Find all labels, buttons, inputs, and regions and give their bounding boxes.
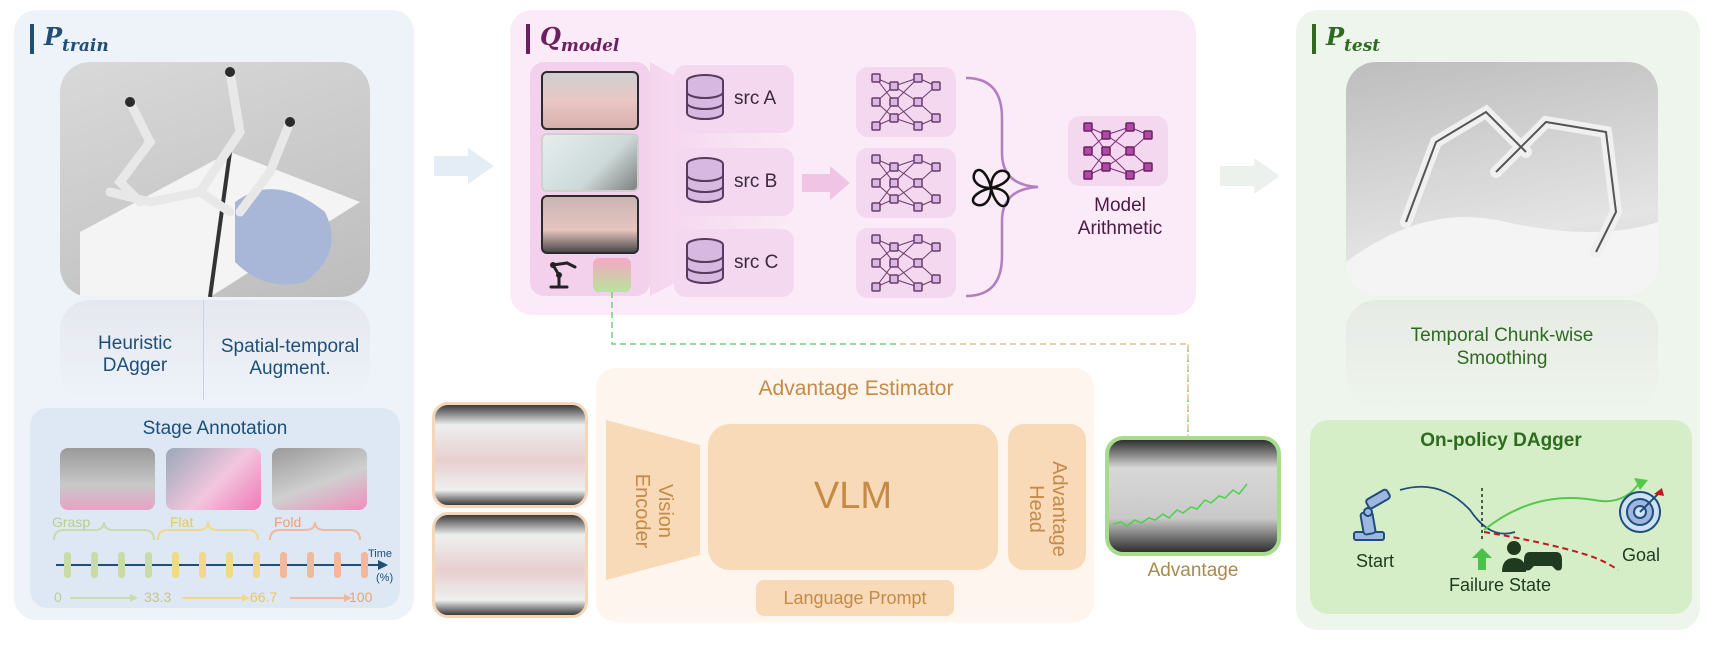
p-test-title-sub: test (1344, 35, 1381, 56)
train-robot-photo (60, 62, 370, 297)
train-divider (203, 300, 204, 400)
spatial-temporal-label: Spatial-temporal Augment. (220, 336, 360, 379)
tick-100: 100 (349, 589, 373, 605)
database-icon-a (686, 74, 724, 120)
merge-brace (965, 76, 1039, 298)
q-thumb-3 (541, 195, 639, 254)
goal-target-icon (1619, 488, 1664, 533)
language-prompt-box: Language Prompt (756, 580, 954, 616)
p-train-title-sub: train (62, 35, 109, 56)
pinwheel-icon (971, 168, 1011, 208)
vision-encoder-shape (606, 420, 700, 580)
heuristic-dagger-label: Heuristic DAgger (98, 333, 172, 376)
estimator-input-image-1 (432, 402, 588, 508)
on-policy-diagram (1399, 478, 1648, 571)
stage-label-flat: Flat (170, 514, 194, 530)
dashed-connectors (611, 292, 1189, 437)
src-c-label: src C (734, 252, 779, 273)
p-test-title: Ptest (1312, 22, 1380, 56)
network-b-graph (871, 154, 941, 212)
model-arithmetic-label: Model Arithmetic (1077, 195, 1163, 239)
q-thumb-1 (541, 71, 639, 130)
test-photo-reflection (1346, 300, 1658, 410)
smoothing-label: Temporal Chunk-wise Smoothing (1410, 325, 1594, 369)
time-axis-unit: (%) (376, 572, 394, 584)
advantage-head-label: Advantage Head (1025, 461, 1070, 557)
estimator-input-image-2 (432, 512, 588, 618)
stage-label-grasp: Grasp (52, 514, 91, 530)
stage-thumb-fold (272, 448, 367, 510)
p-train-title-main: P (44, 22, 63, 51)
action-swatch (593, 258, 631, 292)
train-robot-illustration (80, 67, 360, 297)
network-a-graph (871, 73, 941, 131)
advantage-curve (1112, 483, 1248, 527)
start-robot-icon (1353, 488, 1391, 541)
vision-encoder-label: Vision Encoder (631, 473, 676, 549)
q-model-title-sub: model (560, 35, 620, 56)
test-robot-photo (1346, 62, 1658, 296)
vlm-label: VLM (813, 475, 893, 517)
failure-state-label: Failure State (1448, 575, 1552, 595)
stage-annotation-title: Stage Annotation (142, 418, 288, 439)
p-train-title: Ptrain (30, 22, 109, 56)
q-model-title-main: Q (540, 22, 561, 51)
test-robot-illustration (1346, 104, 1658, 296)
on-policy-dagger-title: On-policy DAgger (1420, 430, 1582, 451)
src-a-label: src A (734, 88, 777, 109)
start-label: Start (1355, 551, 1394, 571)
stage-thumb-flat (166, 448, 261, 510)
database-icon-c (686, 238, 724, 284)
arrow-model-to-test (1220, 158, 1280, 194)
stage-timeline (53, 521, 388, 602)
database-icon-b (686, 157, 724, 203)
train-photo-reflection (60, 300, 370, 400)
q-thumb-2 (541, 133, 639, 192)
advantage-estimator-title: Advantage Estimator (758, 377, 954, 400)
tick-33: 33.3 (144, 589, 172, 605)
arrow-src-to-nets (802, 166, 850, 200)
merged-network-graph (1083, 122, 1153, 180)
stage-label-fold: Fold (274, 514, 302, 530)
robot-arm-icon (549, 261, 577, 289)
advantage-head-block (1008, 424, 1086, 570)
q-model-title: Qmodel (526, 22, 619, 56)
network-c-graph (871, 234, 941, 292)
advantage-output-image (1105, 436, 1281, 556)
tick-66: 66.7 (250, 589, 278, 605)
goal-label: Goal (1621, 545, 1661, 565)
stage-thumb-grasp (60, 448, 155, 510)
human-teleop-icon (1502, 541, 1562, 572)
src-b-label: src B (734, 171, 778, 192)
advantage-label: Advantage (1147, 560, 1239, 581)
arrow-train-to-model (434, 148, 494, 184)
tick-0: 0 (54, 589, 62, 605)
p-test-title-main: P (1326, 22, 1345, 51)
time-axis-label: Time (368, 548, 393, 560)
vlm-block (708, 424, 998, 570)
